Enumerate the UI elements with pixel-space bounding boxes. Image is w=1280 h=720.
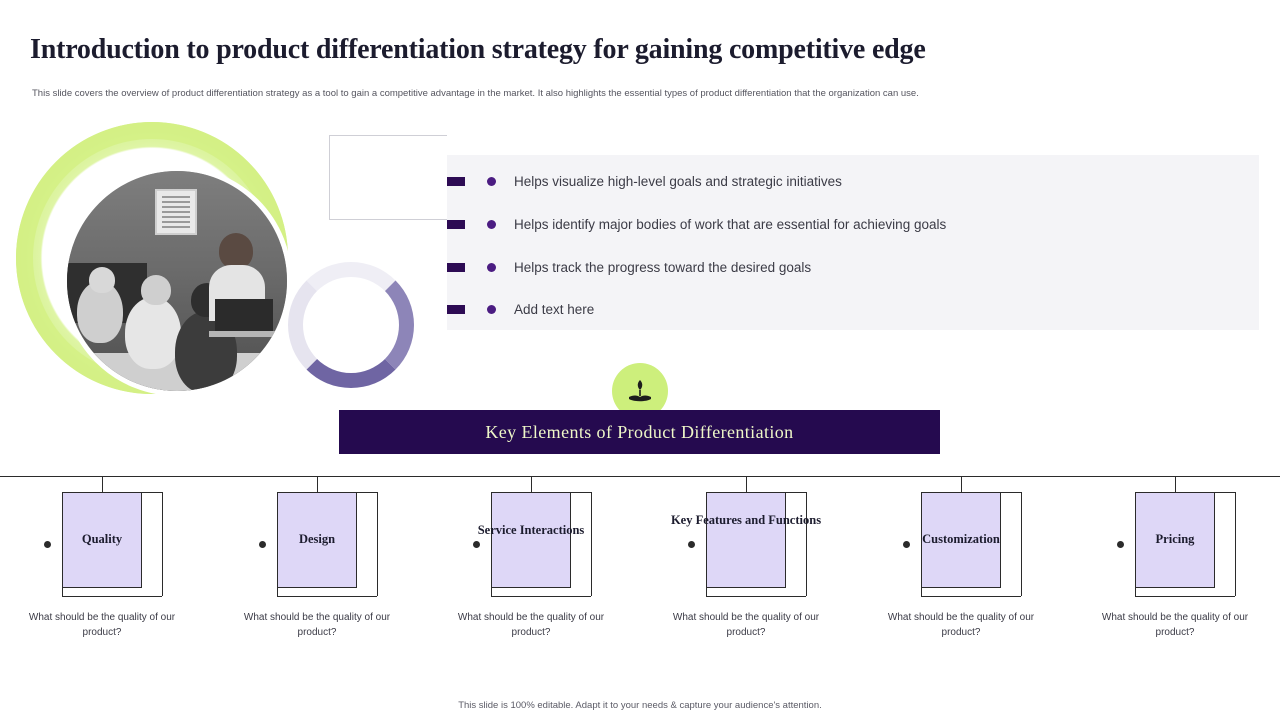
- decorative-purple-ring: [288, 262, 414, 388]
- element-desc: What should be the quality of our produc…: [28, 612, 176, 638]
- bullet-text: Add text here: [514, 301, 595, 317]
- bullet-dot-icon: [487, 262, 496, 272]
- page-title: Introduction to product differentiation …: [30, 34, 926, 65]
- page-subtitle: This slide covers the overview of produc…: [32, 88, 919, 99]
- bullet-tab: [447, 219, 465, 229]
- footer-note: This slide is 100% editable. Adapt it to…: [458, 700, 822, 711]
- element-label: Design: [298, 532, 336, 546]
- element-label: Customization: [922, 532, 1000, 546]
- horizontal-divider: [0, 476, 1280, 477]
- element-desc: What should be the quality of our produc…: [457, 612, 605, 638]
- element-desc: What should be the quality of our produc…: [243, 612, 391, 638]
- bullet-dot-icon: [487, 304, 496, 314]
- bullet-tab: [447, 304, 465, 314]
- bullet-item: Add text here: [447, 294, 1259, 324]
- bullet-tab: [447, 262, 465, 272]
- team-meeting-photo: [62, 166, 292, 396]
- bullets-panel: [447, 155, 1259, 330]
- bullet-text: Helps track the progress toward the desi…: [514, 259, 812, 275]
- key-elements-label: Key Elements of Product Differentiation: [485, 421, 794, 442]
- bullet-item: Helps identify major bodies of work that…: [447, 209, 1259, 239]
- element-label: Quality: [81, 532, 123, 546]
- bullet-item: Helps visualize high-level goals and str…: [447, 166, 1259, 196]
- element-desc: What should be the quality of our produc…: [887, 612, 1035, 638]
- bullet-dot-icon: [487, 176, 496, 186]
- hand-holding-plant-icon: [612, 363, 668, 419]
- key-elements-bar: Key Elements of Product Differentiation: [339, 410, 940, 454]
- element-label: Pricing: [1155, 532, 1195, 546]
- connector-frame: [329, 135, 447, 220]
- bullet-dot-icon: [487, 219, 496, 229]
- bullet-item: Helps track the progress toward the desi…: [447, 252, 1259, 282]
- element-label: Key Features and Functions: [670, 513, 822, 527]
- bullet-tab: [447, 176, 465, 186]
- element-desc: What should be the quality of our produc…: [672, 612, 820, 638]
- element-label: Service Interactions: [477, 523, 585, 537]
- bullet-text: Helps visualize high-level goals and str…: [514, 173, 842, 189]
- element-desc: What should be the quality of our produc…: [1101, 612, 1249, 638]
- bullet-text: Helps identify major bodies of work that…: [514, 216, 947, 232]
